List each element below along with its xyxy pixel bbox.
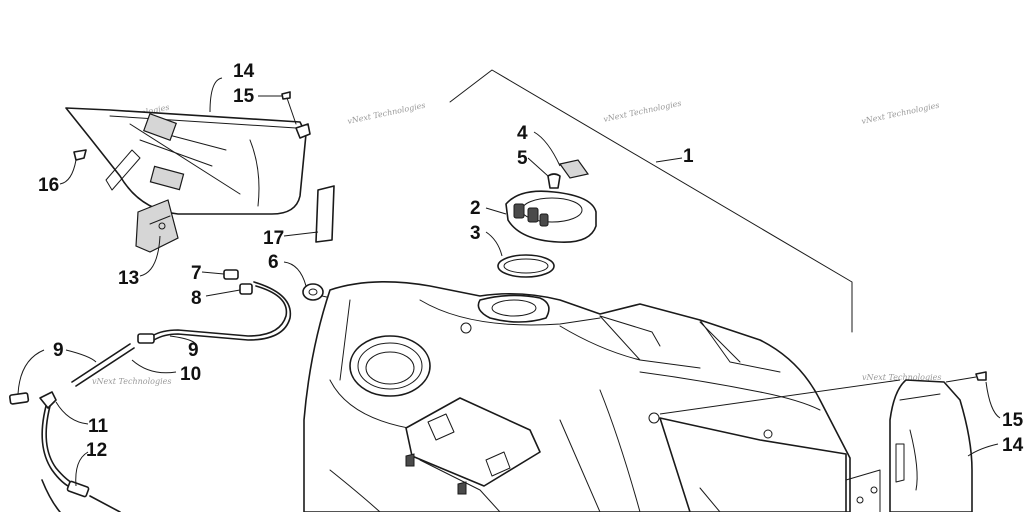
assembly-bracket: [449, 69, 853, 333]
watermark-6: vNext Technologies: [92, 377, 171, 386]
callout-14-right: 14: [1002, 435, 1024, 456]
part-17-strip: [315, 185, 335, 243]
watermark-text: vNext Technologies: [862, 373, 941, 382]
callout-8: 8: [191, 288, 202, 309]
watermark-text: vNext Technologies: [861, 101, 941, 126]
callout-13: 13: [118, 268, 139, 289]
callout-12: 12: [86, 440, 107, 461]
fuel-hoses: [8, 281, 292, 512]
callout-14-left: 14: [233, 61, 255, 82]
callout-7: 7: [191, 263, 202, 284]
callout-15-left: 15: [233, 86, 255, 107]
watermark-text: vNext Technologies: [347, 101, 427, 126]
callout-4: 4: [517, 123, 528, 144]
callout-6: 6: [268, 252, 279, 273]
callouts: 14 15 16 13 17 4 5 1 2 3 6 7 8 9 9 10 11…: [38, 61, 1024, 461]
right-side-panel: [845, 371, 987, 512]
watermark-8: vNext Technologies: [862, 373, 941, 382]
callout-2: 2: [470, 198, 481, 219]
callout-1: 1: [683, 146, 694, 167]
callout-9-right: 9: [188, 340, 199, 361]
callout-17: 17: [263, 228, 284, 249]
callout-16: 16: [38, 175, 59, 196]
callout-9-left: 9: [53, 340, 64, 361]
watermark-text: vNext Technologies: [92, 377, 171, 386]
fuel-cap-assembly: [497, 159, 597, 278]
left-side-panel: [65, 91, 311, 253]
watermark-4: vNext Technologies: [861, 101, 941, 126]
leader-lines: [17, 77, 1001, 487]
callout-5: 5: [517, 148, 528, 169]
callout-15-right: 15: [1002, 410, 1024, 431]
watermark-1: vNext Technologies: [347, 101, 427, 126]
callout-11: 11: [88, 416, 109, 437]
fuel-tank: [303, 281, 901, 512]
callout-10: 10: [180, 364, 201, 385]
callout-3: 3: [470, 223, 481, 244]
watermark-3: vNext Technologies: [603, 99, 683, 124]
watermark-text: vNext Technologies: [603, 99, 683, 124]
